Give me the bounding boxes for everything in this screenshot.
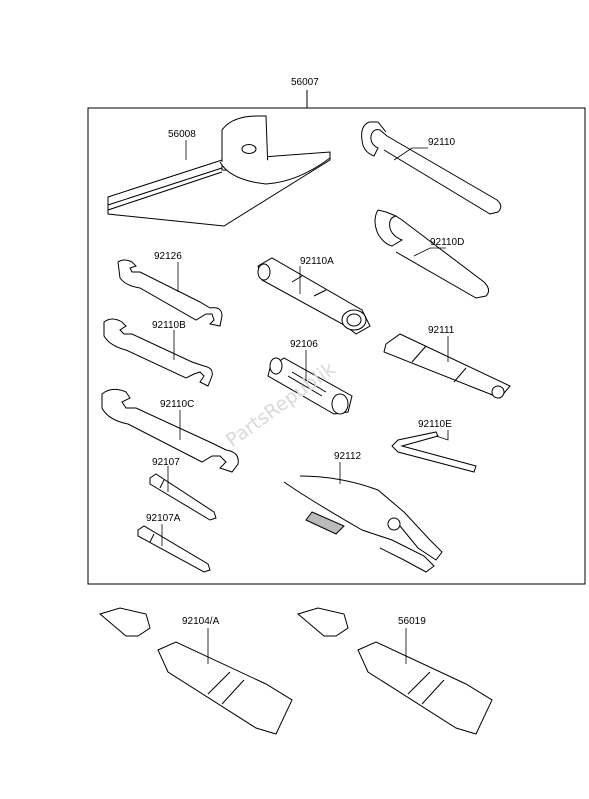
wrench-92126 xyxy=(117,259,223,327)
grease-tube-right xyxy=(296,607,493,735)
handle-92111 xyxy=(383,333,511,399)
part-label-92110c: 92110C xyxy=(160,399,195,410)
hook-spanner-92110 xyxy=(361,121,502,215)
part-label-92107a: 92107A xyxy=(146,513,181,524)
part-label-92106: 92106 xyxy=(290,339,318,350)
kit-label: 56007 xyxy=(291,77,319,88)
part-label-92110a: 92110A xyxy=(300,256,334,267)
kit-frame xyxy=(87,90,586,585)
hook-spanner-92110d xyxy=(374,209,490,299)
screwdriver-92107 xyxy=(149,473,217,521)
part-label-92110b: 92110B xyxy=(152,320,186,331)
part-label-92110e: 92110E xyxy=(418,419,452,430)
part-label-92107: 92107 xyxy=(152,457,180,468)
part-label-56019: 56019 xyxy=(398,616,426,627)
part-label-92111: 92111 xyxy=(428,325,455,336)
part-label-92126: 92126 xyxy=(154,251,182,262)
box-wrench-92110a xyxy=(257,257,371,335)
screwdriver-92107a xyxy=(137,525,211,573)
part-label-92110: 92110 xyxy=(428,137,456,148)
wrench-92110b xyxy=(103,318,213,387)
pliers-92112 xyxy=(283,475,443,573)
part-label-56008: 56008 xyxy=(168,129,196,140)
hex-key-92110e xyxy=(391,431,477,473)
wrench-92110c xyxy=(101,388,239,473)
leader-lines xyxy=(161,140,449,664)
part-label-92104a: 92104/A xyxy=(182,616,220,627)
sleeve-92106 xyxy=(267,357,353,415)
grease-tube-left xyxy=(98,607,293,735)
tool-pouch xyxy=(107,115,331,227)
part-label-92112: 92112 xyxy=(334,451,362,462)
part-label-92110d: 92110D xyxy=(430,237,465,248)
